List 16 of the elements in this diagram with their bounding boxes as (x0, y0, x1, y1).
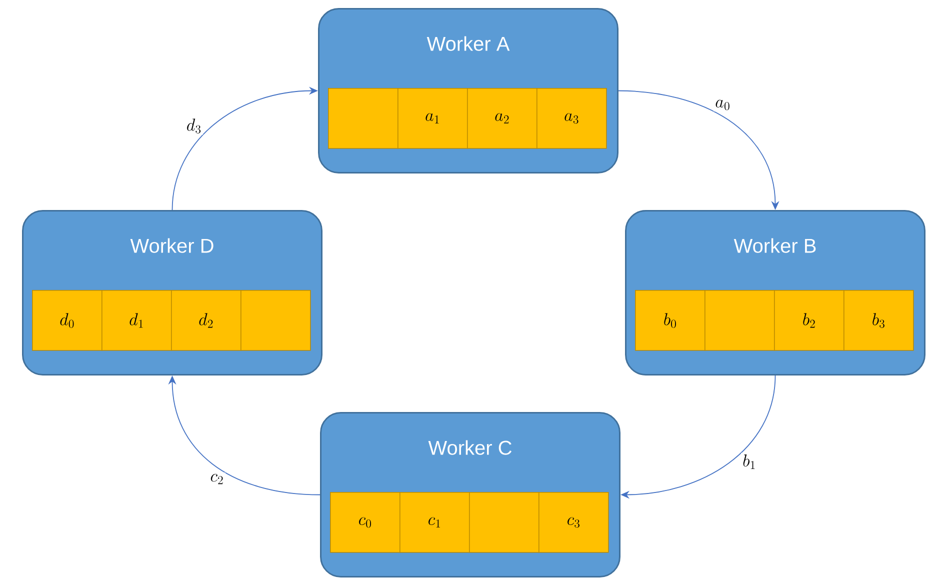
cell: $a_1$ (398, 88, 468, 149)
cell: $a_3$ (536, 88, 607, 149)
edge-label: $d_3$ (187, 118, 201, 134)
cell: $c_1$ (400, 492, 470, 553)
cell: $d_0$ (32, 290, 102, 351)
cell: $a_2$ (467, 88, 538, 149)
cell: $c_0$ (330, 492, 400, 553)
cell: $b_3$ (844, 290, 914, 351)
edge-label: $a_0$ (716, 100, 730, 110)
cell: $b_0$ (635, 290, 706, 351)
edge-label: $c_2$ (210, 474, 223, 484)
cell: $b_2$ (774, 290, 844, 351)
cell: $c_3$ (538, 492, 609, 553)
edge-label: $b_1$ (743, 454, 755, 470)
cell: $d_1$ (102, 290, 172, 351)
cell: $d_2$ (171, 290, 242, 351)
